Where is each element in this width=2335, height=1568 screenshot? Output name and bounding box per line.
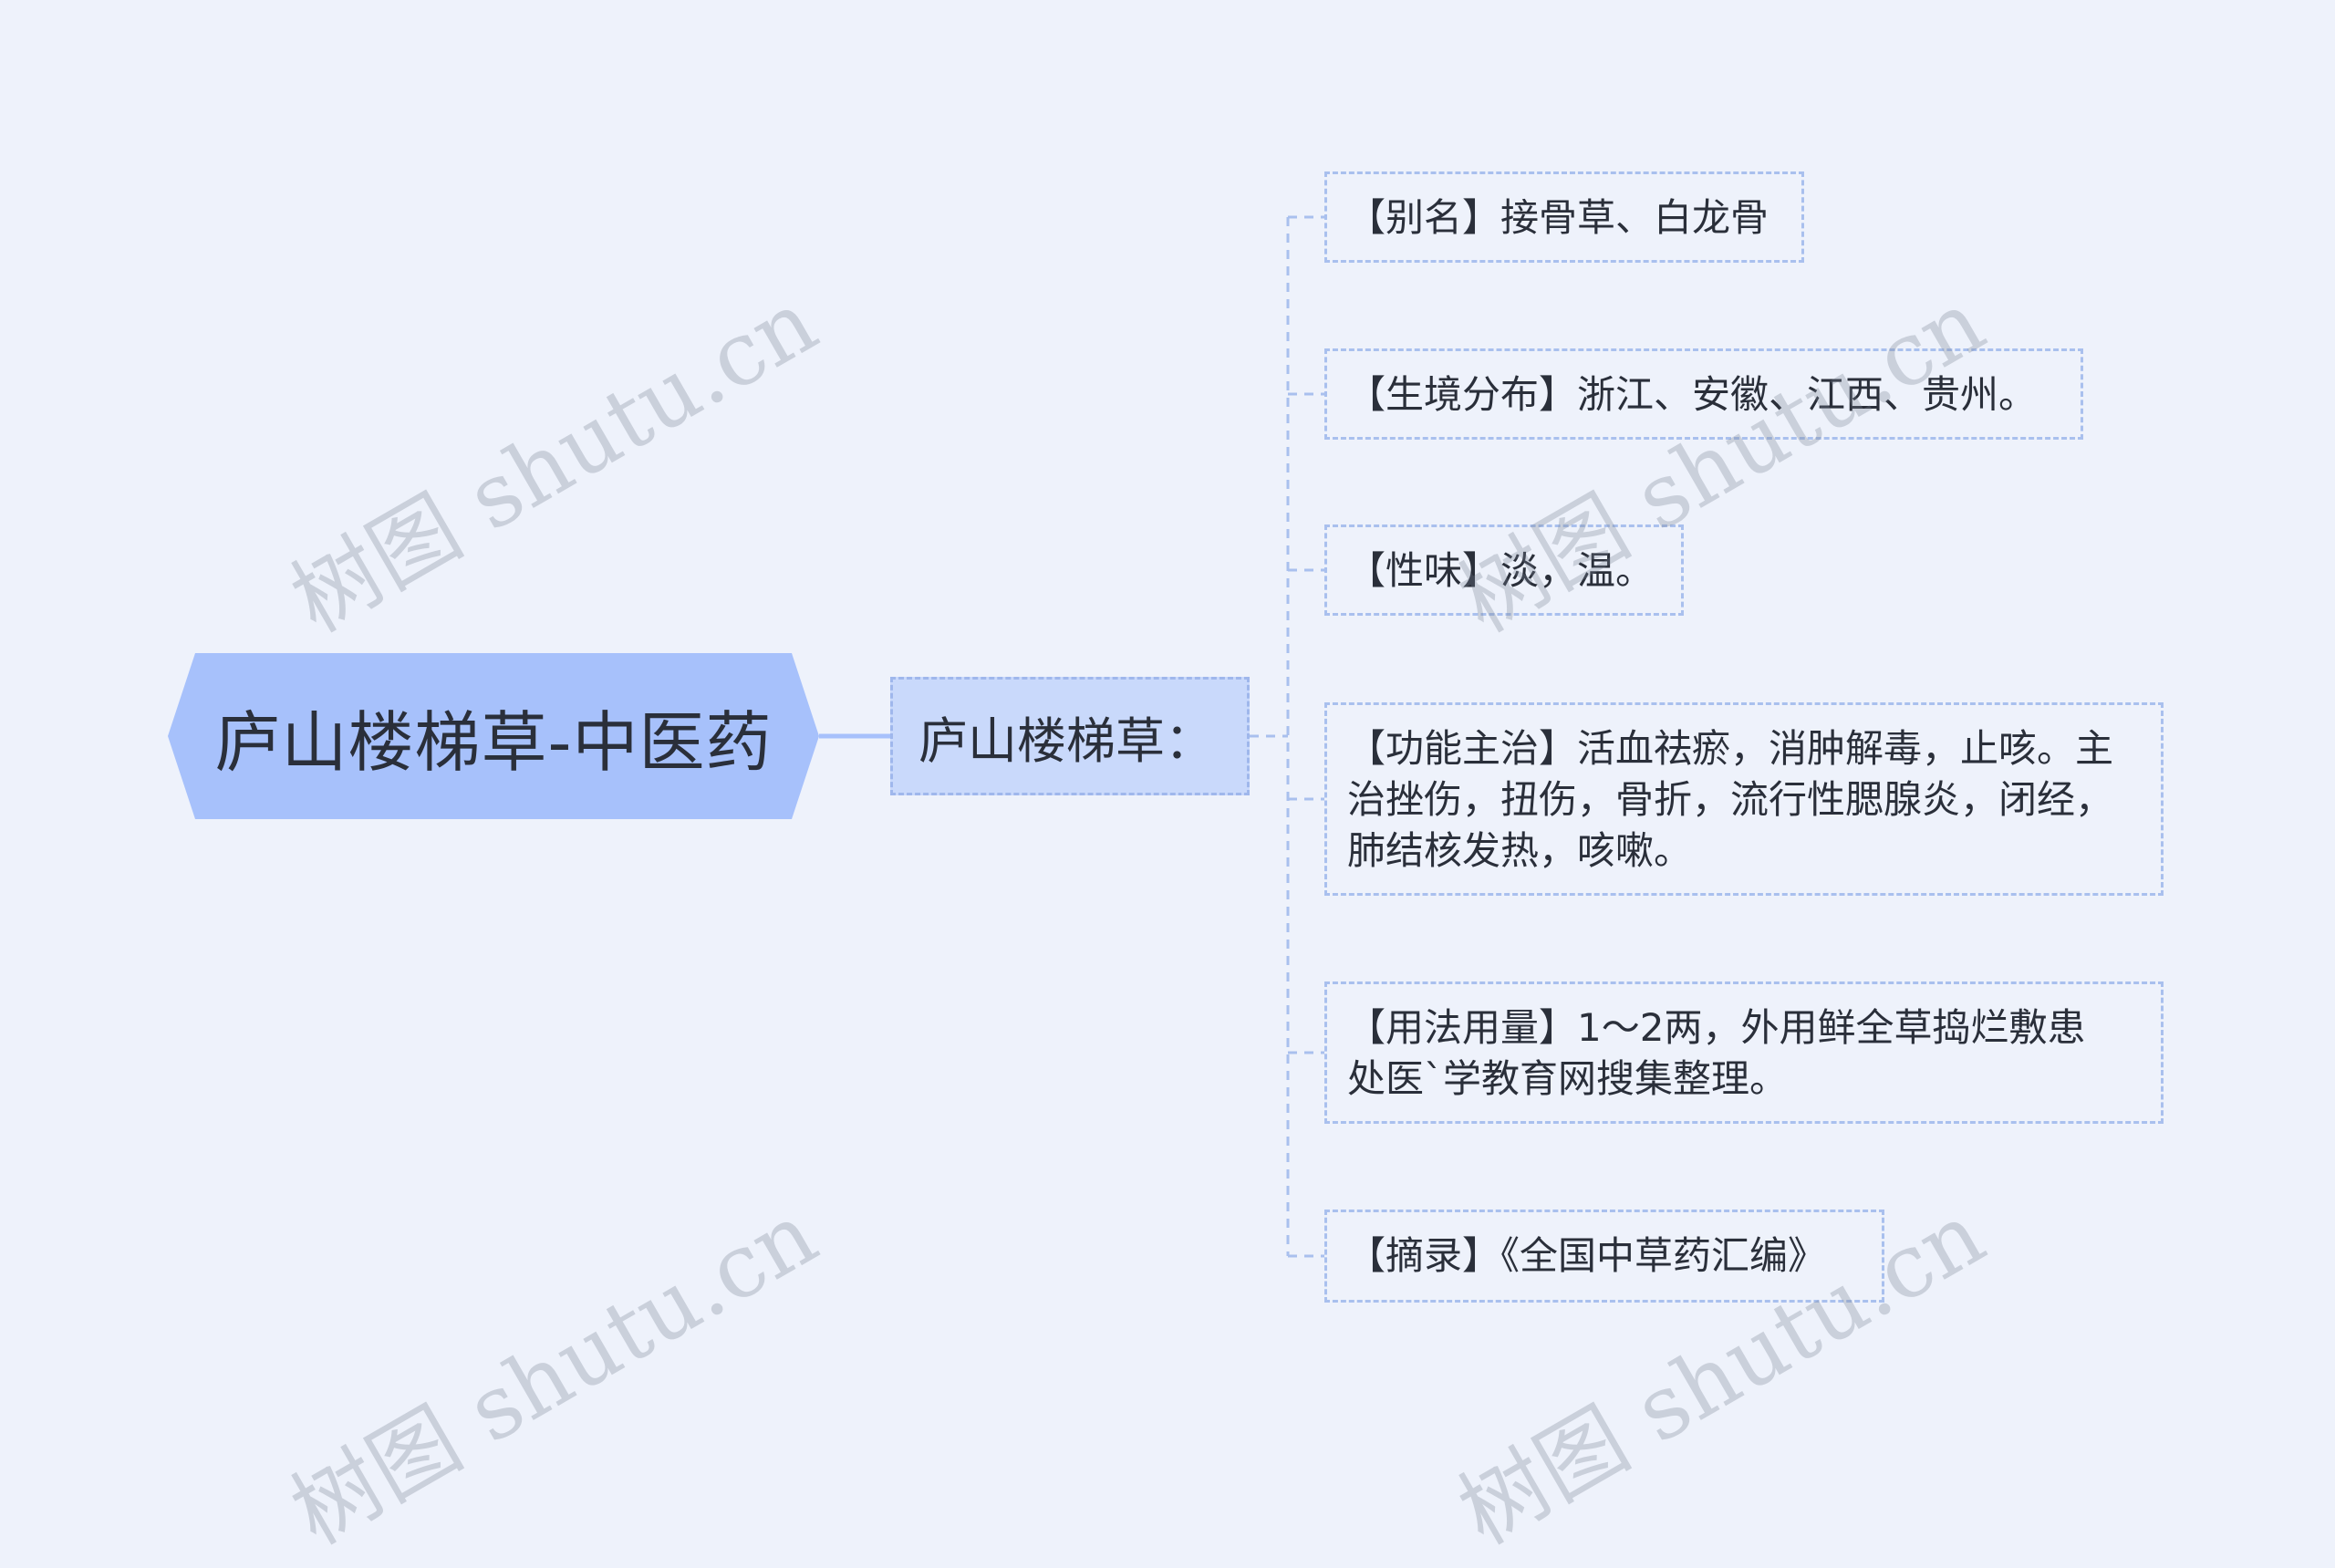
leaf-line: 治挫伤，扭伤，骨折，流行性腮腺炎，闭经， [1347, 777, 2114, 822]
leaf-topic-source[interactable]: 【摘录】《全国中草药汇编》 [1324, 1210, 1884, 1303]
connector-lines [819, 215, 1324, 1258]
leaf-topic-dosage[interactable]: 【用法用量】1～2两，外用鲜全草捣烂敷患 处医`学教育网搜集整理。 [1324, 981, 2164, 1124]
leaf-topic-alias[interactable]: 【别名】接骨草、白龙骨 [1324, 171, 1804, 263]
mindmap-canvas: 庐山楼梯草-中医药 庐山楼梯草： 【别名】接骨草、白龙骨 【生境分布】浙江、安徽… [168, 171, 2164, 1564]
leaf-line: 【生境分布】浙江、安徽、江西、贵州。 [1347, 372, 2038, 417]
leaf-line: 【用法用量】1～2两，外用鲜全草捣烂敷患 [1347, 1005, 2086, 1050]
leaf-topic-habitat[interactable]: 【生境分布】浙江、安徽、江西、贵州。 [1324, 348, 2083, 440]
leaf-line: 处医`学教育网搜集整理。 [1347, 1056, 1789, 1101]
branch-topic[interactable]: 庐山楼梯草： [890, 677, 1250, 795]
branch-topic-label: 庐山楼梯草： [918, 711, 1214, 770]
leaf-topic-nature[interactable]: 【性味】淡，温。 [1324, 524, 1684, 616]
leaf-line: 【别名】接骨草、白龙骨 [1347, 195, 1769, 240]
leaf-topic-indications[interactable]: 【功能主治】活血祛瘀，消肿解毒，止咳。主 治挫伤，扭伤，骨折，流行性腮腺炎，闭经… [1324, 702, 2164, 896]
root-hexagon-shape [168, 653, 819, 819]
leaf-line: 【功能主治】活血祛瘀，消肿解毒，止咳。主 [1347, 726, 2114, 771]
root-topic[interactable]: 庐山楼梯草-中医药 [168, 653, 819, 819]
root-topic-label: 庐山楼梯草-中医药 [214, 703, 773, 781]
leaf-line: 【摘录】《全国中草药汇编》 [1347, 1233, 1827, 1278]
leaf-line: 肺结核发热，咳嗽。 [1347, 828, 1693, 873]
leaf-line: 【性味】淡，温。 [1347, 548, 1655, 593]
